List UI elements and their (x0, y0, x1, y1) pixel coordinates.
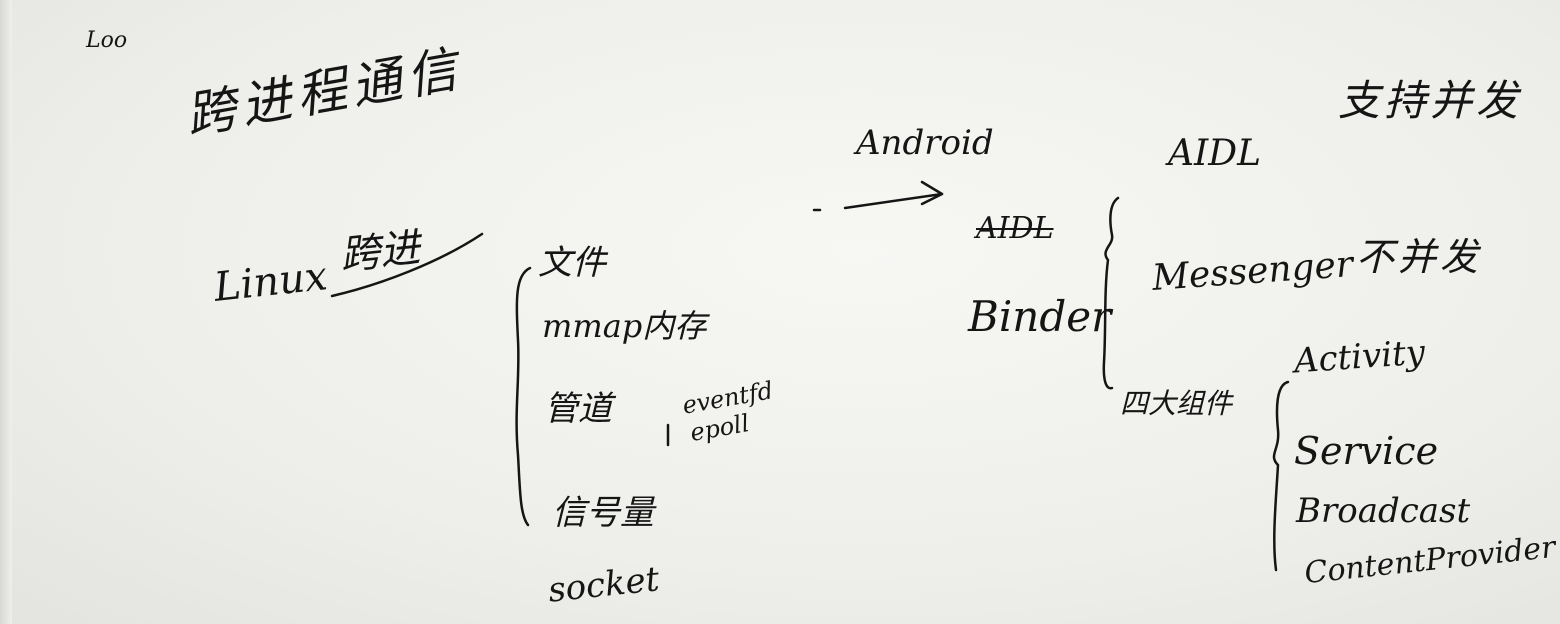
linux-item-semaphore: 信号量 (552, 493, 654, 533)
background-edge (0, 0, 12, 624)
aidl-label: AIDL (1168, 133, 1261, 174)
linux-item-socket: socket (546, 559, 662, 611)
linux-item-mmap: mmap内存 (542, 307, 707, 345)
linux-ipc-label: 跨进 (337, 224, 423, 280)
android-label: Android (856, 123, 994, 163)
linux-item-pipe: 管道 (544, 389, 612, 429)
linux-label: Linux (211, 253, 330, 311)
corner-mark: Loo (86, 28, 128, 53)
linux-item-file: 文件 (538, 243, 606, 283)
aidl-crossed-out: AIDL (976, 211, 1054, 246)
component-service: Service (1294, 429, 1439, 473)
aidl-concurrency-note: 支持并发 (1338, 76, 1523, 125)
four-components-label: 四大组件 (1120, 387, 1233, 420)
messenger-concurrency-note: 不并发 (1356, 235, 1483, 279)
component-broadcast: Broadcast (1296, 491, 1471, 531)
binder-label: Binder (968, 292, 1112, 341)
component-activity: Activity (1292, 332, 1427, 382)
